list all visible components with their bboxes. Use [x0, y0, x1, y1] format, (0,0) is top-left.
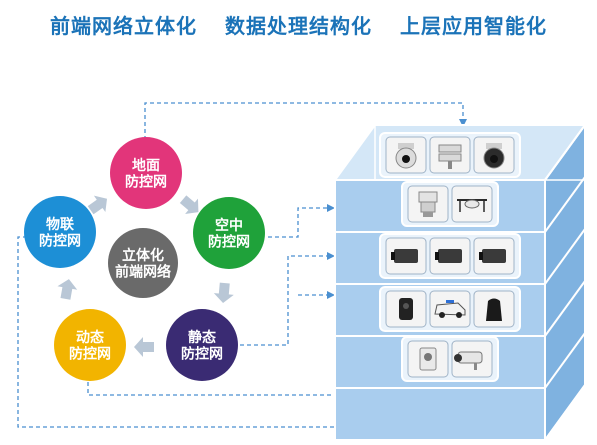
device-tower	[333, 121, 587, 444]
cycle-node: 地面防控网	[110, 137, 182, 209]
cycle-node: 空中防控网	[193, 197, 265, 269]
access-reader-icon	[407, 340, 449, 378]
slogan-data: 数据处理结构化	[225, 14, 372, 38]
cycle-arrow	[179, 195, 199, 214]
cycle-arrow	[87, 195, 108, 215]
bullet-camera-icon	[451, 340, 493, 378]
slogan-app: 上层应用智能化	[399, 14, 547, 38]
cycle-arrow	[134, 337, 154, 357]
node-label: 动态防控网	[69, 329, 111, 362]
cycle-arrow	[57, 279, 78, 300]
connector-line	[144, 102, 467, 140]
box-camera-icon	[385, 237, 427, 275]
node-label: 空中防控网	[208, 217, 250, 250]
speed-dome-camera-icon	[385, 136, 427, 174]
node-label: 静态防控网	[181, 329, 223, 362]
connector-line	[240, 252, 335, 346]
cycle-node: 静态防控网	[166, 309, 238, 381]
handheld-terminal-icon	[473, 290, 515, 328]
node-label: 地面防控网	[125, 157, 167, 190]
cycle-center: 立体化前端网络	[108, 228, 178, 298]
police-car-icon	[429, 290, 471, 328]
box-camera-icon	[473, 237, 515, 275]
tower-layer	[334, 387, 546, 441]
dual-lens-camera-icon	[429, 136, 471, 174]
cycle-node: 动态防控网	[54, 309, 126, 381]
connector-line	[268, 204, 335, 238]
pan-tilt-camera-icon	[407, 185, 449, 223]
headline: 前端网络立体化 数据处理结构化 上层应用智能化	[0, 10, 597, 39]
body-camera-icon	[385, 290, 427, 328]
box-camera-icon	[429, 237, 471, 275]
dome-camera-icon	[473, 136, 515, 174]
node-label: 立体化前端网络	[115, 247, 171, 280]
drone-icon	[451, 185, 493, 223]
node-label: 物联防控网	[39, 216, 81, 249]
cycle-node: 物联防控网	[24, 196, 96, 268]
cycle-arrow	[213, 282, 234, 303]
slogan-frontend: 前端网络立体化	[50, 14, 198, 38]
